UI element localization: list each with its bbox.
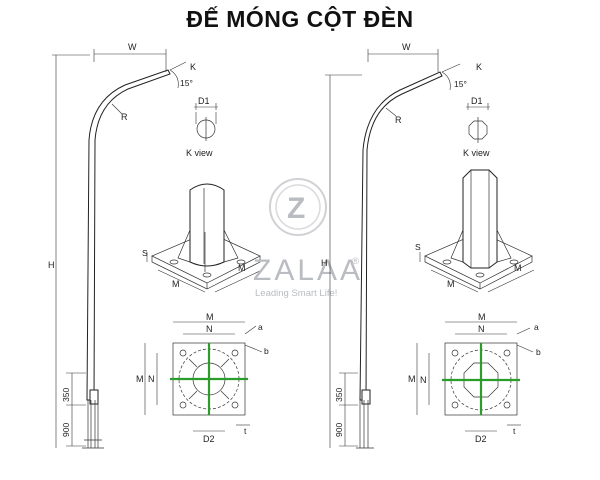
m-label-3d-right-pole-r: M <box>514 263 522 273</box>
dim-900-label-right: 900 <box>334 423 344 437</box>
registered-mark: ® <box>352 256 359 267</box>
m-label-3d: M <box>172 279 180 289</box>
r-label: R <box>121 112 128 122</box>
b-label-right: b <box>536 347 541 357</box>
d1-label-right: D1 <box>471 96 483 106</box>
t-label: t <box>244 426 247 436</box>
w-label-right: W <box>402 42 411 52</box>
n-label-plan-left-right: N <box>420 375 427 385</box>
right-base-plan: M N M N a b D2 t <box>408 312 541 444</box>
k-label-right: K <box>476 62 482 72</box>
w-label: W <box>128 42 137 52</box>
left-k-view: D1 K view <box>186 96 218 158</box>
a-label: a <box>258 322 263 332</box>
k-view-label: K view <box>186 148 213 158</box>
dim-900-label: 900 <box>61 423 71 437</box>
d2-label: D2 <box>203 434 215 444</box>
m-label-plan-left: M <box>136 374 144 384</box>
brand-tagline: Leading Smart Life! <box>255 288 337 299</box>
s-label: S <box>142 248 148 258</box>
dim-350-label: 350 <box>61 388 71 402</box>
d2-label-right: D2 <box>475 434 487 444</box>
right-pole-dimensions: W H 350 900 R K 15° <box>321 42 482 448</box>
right-pole-elevation <box>356 71 443 449</box>
r-label-right: R <box>395 115 402 125</box>
h-label-right: H <box>321 258 328 268</box>
n-label-plan-top-right: N <box>478 324 485 334</box>
m-label-plan-left-right: M <box>408 374 416 384</box>
b-label: b <box>264 346 269 356</box>
left-pole-dimensions: W H 350 900 R K 15° <box>48 42 196 448</box>
angle-label-right: 15° <box>454 79 467 89</box>
left-pole-elevation <box>82 69 171 449</box>
right-k-view: D1 K view <box>463 96 490 158</box>
m-label-plan-top-right: M <box>478 312 486 322</box>
page-title: ĐẾ MÓNG CỘT ĐÈN <box>186 6 414 32</box>
logo-letter: Z <box>287 192 305 225</box>
left-base-plan: M N M N a b D2 t <box>136 312 269 444</box>
d1-label: D1 <box>198 96 210 106</box>
k-view-label-right: K view <box>463 148 490 158</box>
angle-label: 15° <box>180 78 193 88</box>
n-label-plan-top: N <box>206 324 213 334</box>
brand-name: ZALAA <box>253 254 363 287</box>
t-label-right: t <box>513 426 516 436</box>
k-label: K <box>190 62 196 72</box>
dim-350-label-right: 350 <box>334 388 344 402</box>
zalaa-watermark: Z ZALAA ® Leading Smart Life! <box>253 178 363 299</box>
a-label-right: a <box>534 322 539 332</box>
h-label: H <box>48 260 55 270</box>
right-base-3d: S M M <box>415 169 535 293</box>
m-label-3d-right-pole: M <box>447 279 455 289</box>
m-label-3d-right: M <box>238 263 246 273</box>
n-label-plan-left: N <box>148 374 155 384</box>
s-label-right: S <box>415 242 421 252</box>
m-label-plan-top: M <box>206 312 214 322</box>
left-base-3d: S M M <box>142 183 263 293</box>
